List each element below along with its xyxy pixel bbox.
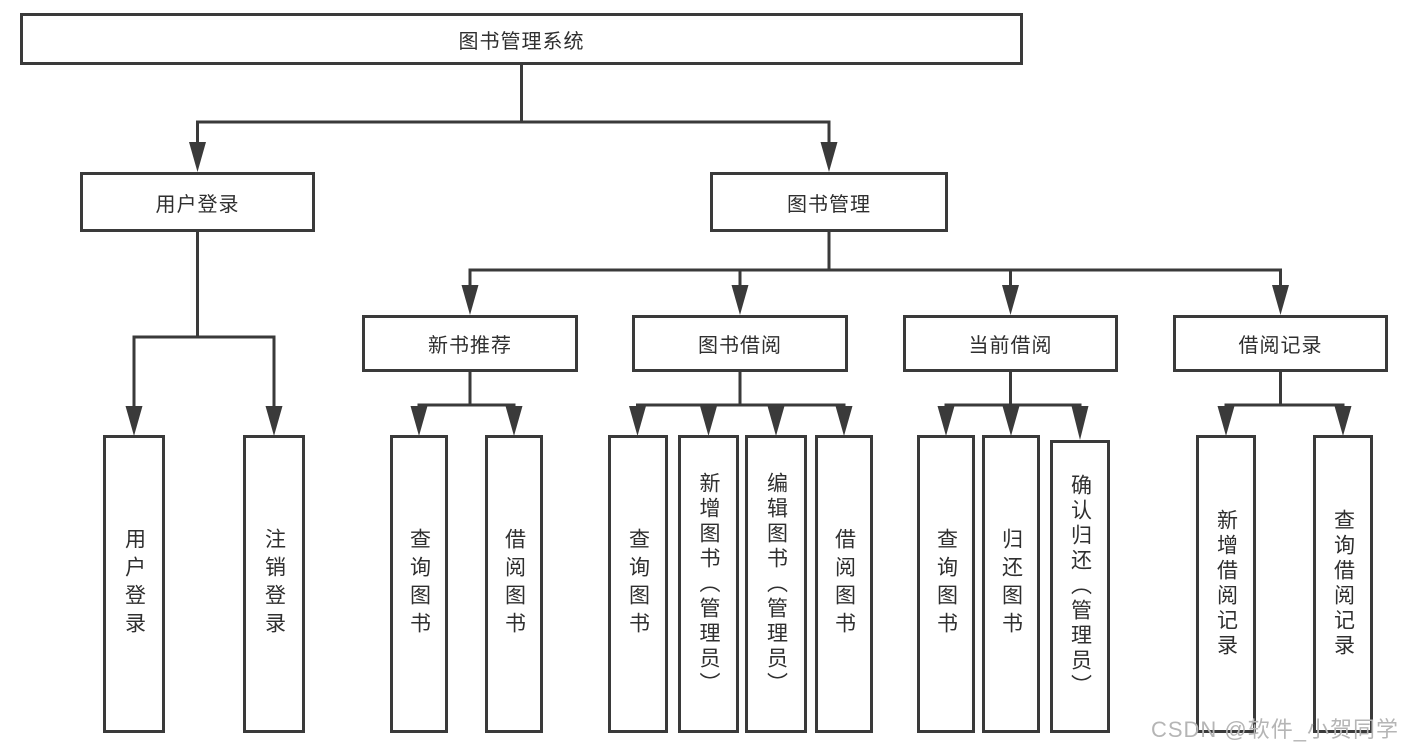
node-book-borrow: 图书借阅 — [632, 315, 848, 372]
leaf-query-books-current: 查询图书 — [917, 435, 975, 733]
connector-new-book-to-leaves — [410, 372, 523, 436]
leaf-confirm-return-admin: 确认归还（管理员） — [1050, 440, 1110, 733]
leaf-query-books-recommend: 查询图书 — [390, 435, 448, 733]
node-root: 图书管理系统 — [20, 13, 1023, 65]
leaf-query-books-borrow: 查询图书 — [608, 435, 668, 733]
leaf-edit-book-admin: 编辑图书（管理员） — [745, 435, 807, 733]
connector-borrow-records-to-leaves — [1217, 372, 1352, 436]
leaf-logout-login: 注销登录 — [243, 435, 305, 733]
node-user-login: 用户登录 — [80, 172, 315, 232]
csdn-watermark: CSDN @软件_小贺同学 — [1150, 717, 1399, 742]
leaf-query-borrow-record: 查询借阅记录 — [1313, 435, 1373, 733]
connector-book-borrow-to-leaves — [629, 372, 853, 436]
node-borrow-records: 借阅记录 — [1173, 315, 1388, 372]
leaf-return-book: 归还图书 — [982, 435, 1040, 733]
node-book-management: 图书管理 — [710, 172, 948, 232]
leaf-borrow-books-borrow: 借阅图书 — [815, 435, 873, 733]
connector-root-to-level2 — [189, 65, 838, 172]
leaf-borrow-books-recommend: 借阅图书 — [485, 435, 543, 733]
leaf-add-book-admin: 新增图书（管理员） — [678, 435, 739, 733]
connector-user-login-to-leaves — [125, 232, 283, 436]
node-new-book-recommend: 新书推荐 — [362, 315, 578, 372]
leaf-add-borrow-record: 新增借阅记录 — [1196, 435, 1256, 733]
connector-current-borrow-to-leaves — [937, 372, 1089, 440]
leaf-user-login: 用户登录 — [103, 435, 165, 733]
node-current-borrow: 当前借阅 — [903, 315, 1118, 372]
connector-book-management-to-level3 — [461, 232, 1289, 315]
